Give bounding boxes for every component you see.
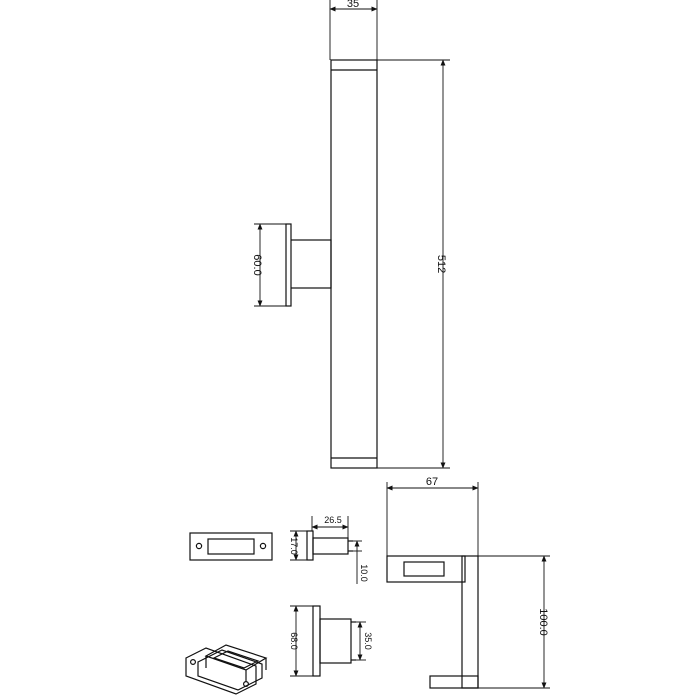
plate-outline xyxy=(189,532,273,561)
iso-block-edges xyxy=(205,656,267,682)
bracket-height-label: 60.0 xyxy=(251,254,263,275)
block-flange xyxy=(312,605,321,677)
iso-slot xyxy=(212,650,260,669)
plate-thickness-label: 17.0 xyxy=(289,537,299,555)
side-top-bar xyxy=(386,555,466,583)
block-side: 68.0 35.0 xyxy=(289,605,373,677)
mounting-plate-front xyxy=(189,532,273,561)
side-top-slot xyxy=(403,561,445,577)
bar-body xyxy=(330,59,378,469)
bracket-plate xyxy=(285,223,292,307)
side-height-label: 100.0 xyxy=(537,608,549,636)
plate-slot xyxy=(207,538,255,555)
height-label: 512 xyxy=(435,255,447,273)
iso-plate xyxy=(185,647,257,695)
iso-block-bottom xyxy=(197,649,263,691)
plate-flange xyxy=(306,530,314,561)
screw-hole-icon xyxy=(259,542,267,550)
front-view: 35 512 60.0 xyxy=(251,0,450,469)
side-post xyxy=(461,555,479,689)
depth-label: 67 xyxy=(426,476,438,488)
block-inner-label: 35.0 xyxy=(363,632,373,650)
plate-body xyxy=(312,537,349,555)
plate-depth-label: 26.5 xyxy=(324,515,342,525)
isometric-part xyxy=(185,644,268,695)
screw-hole-icon xyxy=(195,542,203,550)
side-foot xyxy=(429,675,479,689)
bracket-arm xyxy=(289,239,332,289)
mounting-plate-side: 26.5 17.0 10.0 xyxy=(289,515,369,584)
block-body xyxy=(319,618,352,664)
plate-offset-label: 10.0 xyxy=(359,564,369,582)
width-label: 35 xyxy=(347,0,359,10)
side-view: 67 100.0 xyxy=(386,476,550,689)
screw-hole-icon xyxy=(243,680,250,687)
block-height-label: 68.0 xyxy=(289,632,299,650)
screw-hole-icon xyxy=(190,658,197,665)
